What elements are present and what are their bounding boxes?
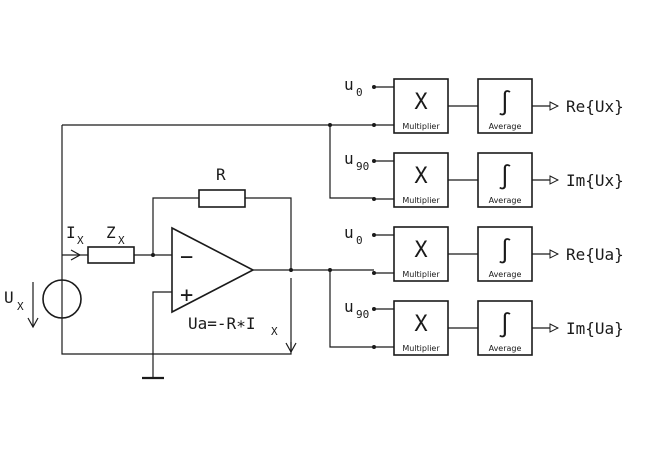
row-4-ref-label: u: [344, 297, 354, 316]
zx-resistor: [87, 246, 135, 264]
row-3-average-symbol: ∫: [498, 237, 512, 265]
row-1-average-label: Average: [489, 122, 522, 131]
row-3-ref-label: u: [344, 223, 354, 242]
bus-wires: [328, 123, 374, 348]
feedback-wire-right: [245, 197, 292, 272]
row-1-ref-dot: [372, 85, 376, 89]
row-2-ref-subscript: 90: [356, 160, 369, 173]
row-4-sig-dot: [372, 345, 376, 349]
row-1-ref-subscript: 0: [356, 86, 363, 99]
plus-sign: +: [180, 283, 193, 308]
row-4-multiplier-label: Multiplier: [402, 344, 440, 353]
row-1-multiplier-symbol: X: [414, 90, 428, 115]
row-2-ref-label: u: [344, 149, 354, 168]
row-4-multiplier-box: [393, 300, 449, 356]
row-3-ref-dot: [372, 233, 376, 237]
row-1-average-box: [477, 78, 533, 134]
ux-label: U: [4, 288, 14, 307]
row-3-multiplier-symbol: X: [414, 238, 428, 263]
ix-subscript: X: [77, 234, 84, 247]
ground-wire: [152, 291, 172, 378]
row-4-ref-subscript: 90: [356, 308, 369, 321]
row-3-ref-subscript: 0: [356, 234, 363, 247]
row-4-multiplier-symbol: X: [414, 312, 428, 337]
ux-subscript: X: [17, 300, 24, 313]
ua-subscript: X: [271, 325, 278, 338]
ua-i-text: I: [246, 314, 256, 333]
opamp-triangle: [171, 226, 255, 314]
row-3-multiplier-box: [393, 226, 449, 282]
row-1-sig-dot: [372, 123, 376, 127]
row-2-average-box: [477, 152, 533, 208]
row-4-average-symbol: ∫: [498, 311, 512, 339]
r-label: R: [216, 165, 226, 184]
row-2-sig-dot: [372, 197, 376, 201]
row-3-output-label: Re{Ua}: [566, 245, 624, 264]
output-node-dot: [289, 268, 293, 272]
row-3-average-label: Average: [489, 270, 522, 279]
row-4-ref-dot: [372, 307, 376, 311]
row-4-average-label: Average: [489, 344, 522, 353]
row-2-multiplier-label: Multiplier: [402, 196, 440, 205]
row-1-multiplier-label: Multiplier: [402, 122, 440, 131]
row-2-output-label: Im{Ux}: [566, 171, 624, 190]
feedback-resistor: [198, 189, 246, 208]
row-2-average-label: Average: [489, 196, 522, 205]
row-1-average-symbol: ∫: [498, 89, 512, 117]
row-4-output-label: Im{Ua}: [566, 319, 624, 338]
row-4-average-box: [477, 300, 533, 356]
row-3-multiplier-label: Multiplier: [402, 270, 440, 279]
op-amp: R − + Ua=-R∗I X: [142, 165, 330, 380]
row-2-average-symbol: ∫: [498, 163, 512, 191]
row-2-multiplier-box: [393, 152, 449, 208]
source-circuit: U X I X Z X: [4, 124, 330, 355]
row-1-output-label: Re{Ux}: [566, 97, 624, 116]
row-3-sig-dot: [372, 271, 376, 275]
feedback-wire-left: [152, 197, 199, 255]
ua-equation: Ua=-R∗I: [188, 314, 255, 333]
zx-label: Z: [106, 223, 116, 242]
row-1-ref-label: u: [344, 75, 354, 94]
row-2-multiplier-symbol: X: [414, 164, 428, 189]
bottom-wire: [61, 318, 292, 355]
ix-label: I: [66, 223, 76, 242]
row-2-ref-dot: [372, 159, 376, 163]
ua-op-text: ∗: [236, 314, 246, 333]
minus-sign: −: [180, 245, 193, 270]
ua-eq-text: Ua=-R: [188, 314, 237, 333]
zx-subscript: X: [118, 234, 125, 247]
